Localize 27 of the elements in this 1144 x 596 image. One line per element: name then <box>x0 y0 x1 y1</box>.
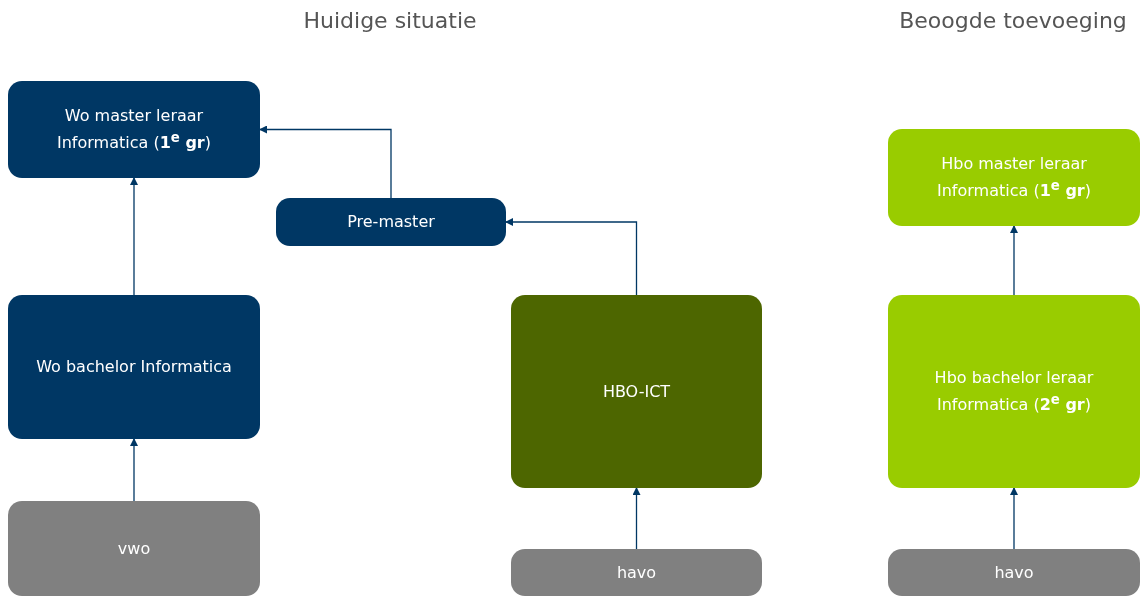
box-label: vwo <box>117 537 151 560</box>
arrow <box>505 218 638 296</box>
program-box <box>8 295 260 439</box>
box-label: Wo master leraar Informatica (1$^{e}$ gr) <box>56 104 212 155</box>
section-heading: Huidige situatie <box>303 8 477 33</box>
box-label: Pre-master <box>347 211 435 233</box>
arrow <box>130 177 138 296</box>
box-label: Hbo bachelor leraar Informatica (2$^{e}$ gr) <box>933 366 1095 417</box>
program-box <box>888 295 1140 488</box>
program-box <box>511 295 762 488</box>
box-label: HBO-ICT <box>602 380 671 403</box>
section-heading: Beoogde toevoeging <box>899 8 1127 33</box>
arrow <box>259 125 392 199</box>
program-box <box>276 198 506 246</box>
school-box <box>511 549 762 596</box>
program-box <box>888 129 1140 226</box>
arrow <box>632 487 641 550</box>
program-box <box>8 81 260 178</box>
box-label: havo <box>616 561 657 584</box>
box-label: Hbo master leraar Informatica (1$^{e}$ gr) <box>936 152 1092 203</box>
arrow <box>1010 225 1018 296</box>
box-label: havo <box>994 561 1034 584</box>
box-label: Wo bachelor Informatica <box>36 356 232 378</box>
arrow <box>1010 487 1018 550</box>
school-box <box>8 501 260 596</box>
arrow <box>130 438 138 502</box>
school-box <box>888 549 1140 596</box>
